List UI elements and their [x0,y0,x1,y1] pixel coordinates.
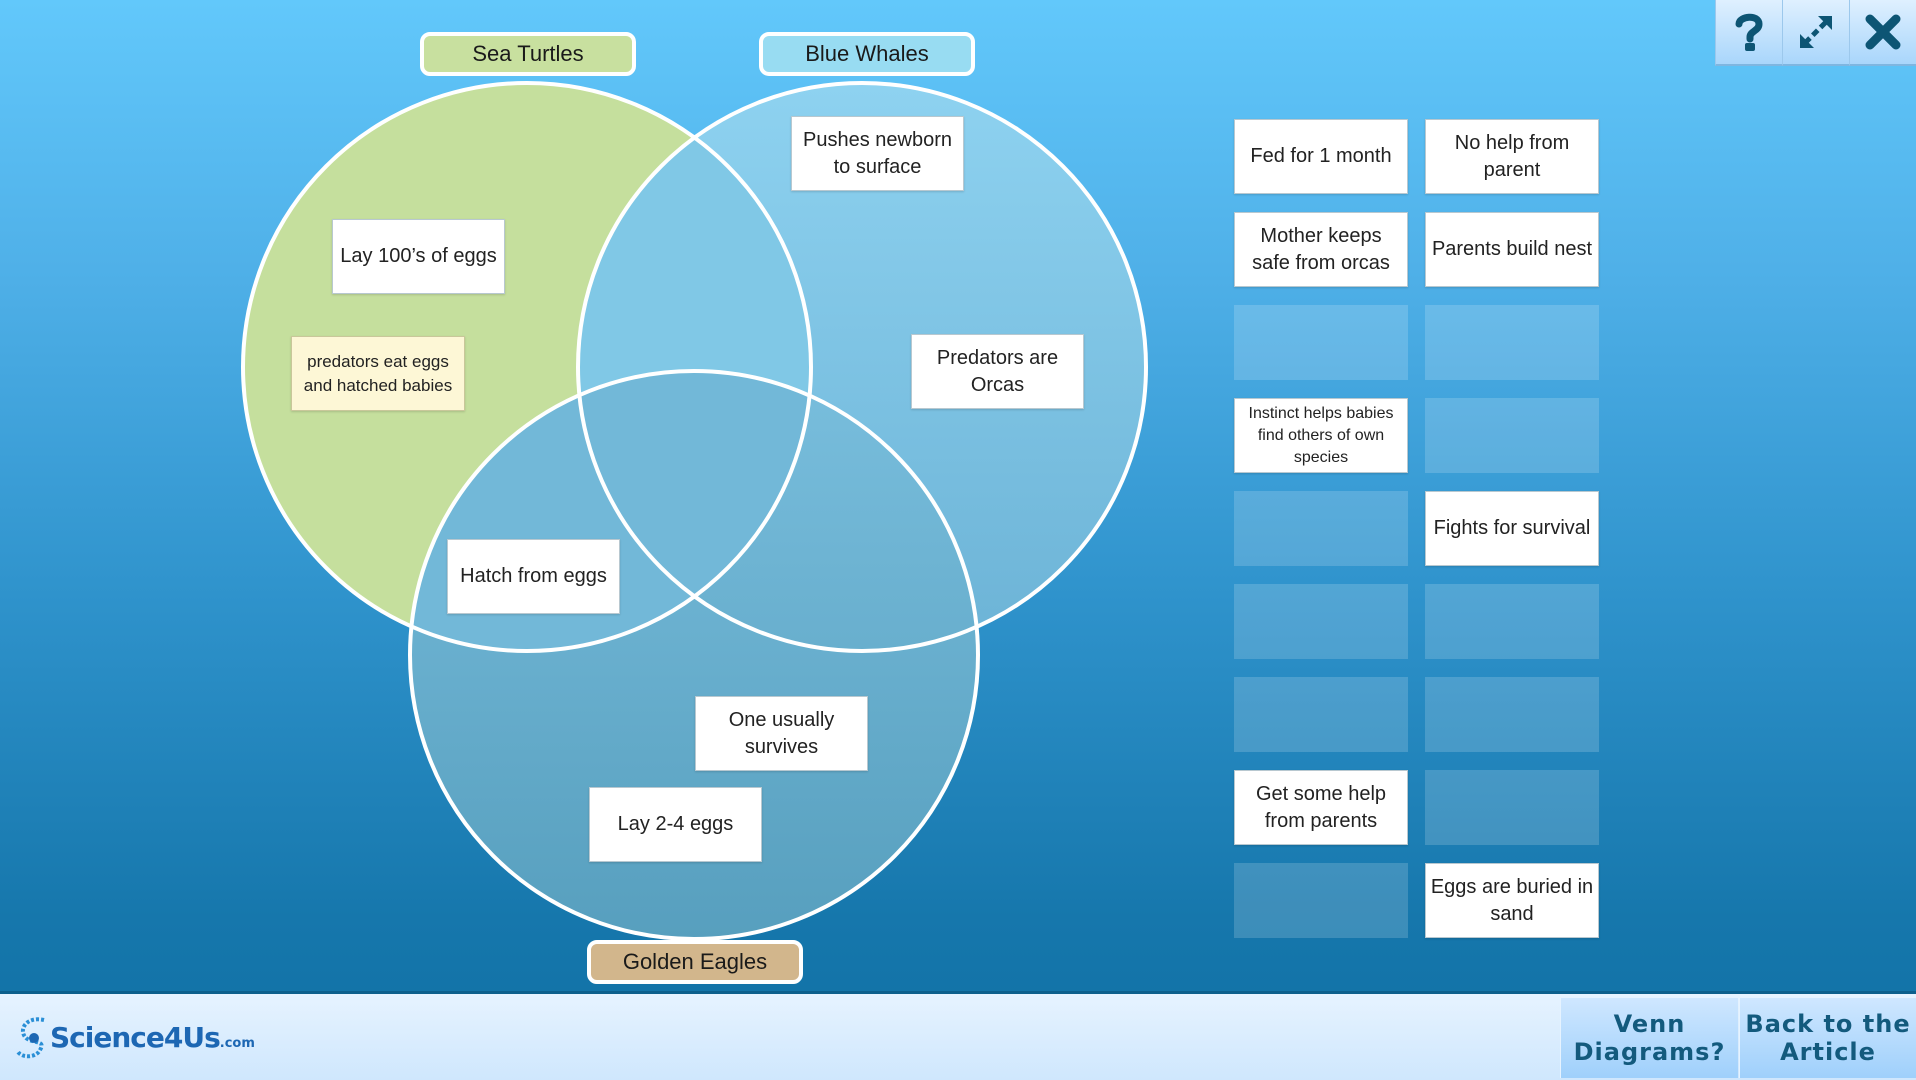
empty-bank-slot[interactable] [1425,584,1599,659]
placed-card[interactable]: Lay 100’s of eggs [332,219,505,294]
help-button[interactable] [1715,0,1782,66]
bank-card[interactable]: Instinct helps babies find others of own… [1234,398,1408,473]
question-icon [1735,13,1763,51]
bank-card[interactable]: Eggs are buried in sand [1425,863,1599,938]
empty-bank-slot[interactable] [1425,677,1599,752]
empty-bank-slot[interactable] [1425,770,1599,845]
turtle-eagle-overlap [410,371,811,651]
sea-turtles-label: Sea Turtles [420,32,636,76]
empty-bank-slot[interactable] [1425,305,1599,380]
placed-card[interactable]: One usually survives [695,696,868,771]
golden-eagles-outline [408,369,980,941]
footer-bar: Science4Us .com Venn Diagrams? Back to t… [0,991,1916,1080]
expand-icon [1800,16,1832,48]
placed-card-selected[interactable]: predators eat eggs and hatched babies [291,336,465,411]
bank-card[interactable]: Mother keeps safe from orcas [1234,212,1408,287]
back-to-article-button[interactable]: Back to the Article [1739,998,1916,1078]
fullscreen-button[interactable] [1782,0,1849,66]
venn-activity-stage: Sea Turtles Blue Whales Golden Eagles Pu… [241,0,1916,984]
venn-diagrams-button[interactable]: Venn Diagrams? [1560,998,1738,1078]
bank-card[interactable]: Parents build nest [1425,212,1599,287]
bank-card[interactable]: No help from parent [1425,119,1599,194]
bank-card[interactable]: Fights for survival [1425,491,1599,566]
empty-bank-slot[interactable] [1234,305,1408,380]
blue-whales-label: Blue Whales [759,32,975,76]
bank-card[interactable]: Fed for 1 month [1234,119,1408,194]
placed-card[interactable]: Hatch from eggs [447,539,620,614]
empty-bank-slot[interactable] [1234,584,1408,659]
golden-eagles-label: Golden Eagles [587,940,803,984]
placed-card[interactable]: Predators are Orcas [911,334,1084,409]
empty-bank-slot[interactable] [1234,677,1408,752]
empty-bank-slot[interactable] [1234,491,1408,566]
logo-suffix: .com [219,1035,255,1051]
close-icon [1865,14,1901,50]
science4us-logo[interactable]: Science4Us .com [14,1006,255,1068]
sea-turtles-outline [241,81,813,653]
blue-whales-outline [576,81,1148,653]
venn-diagram [241,81,1148,941]
placed-card[interactable]: Lay 2-4 eggs [589,787,762,862]
placed-card[interactable]: Pushes newborn to surface [791,116,964,191]
close-button[interactable] [1849,0,1916,66]
logo-text: Science4Us [50,1020,221,1054]
top-toolbar [1715,0,1916,66]
logo-swirl-icon [16,1017,45,1059]
empty-bank-slot[interactable] [1425,398,1599,473]
bank-card[interactable]: Get some help from parents [1234,770,1408,845]
empty-bank-slot[interactable] [1234,863,1408,938]
